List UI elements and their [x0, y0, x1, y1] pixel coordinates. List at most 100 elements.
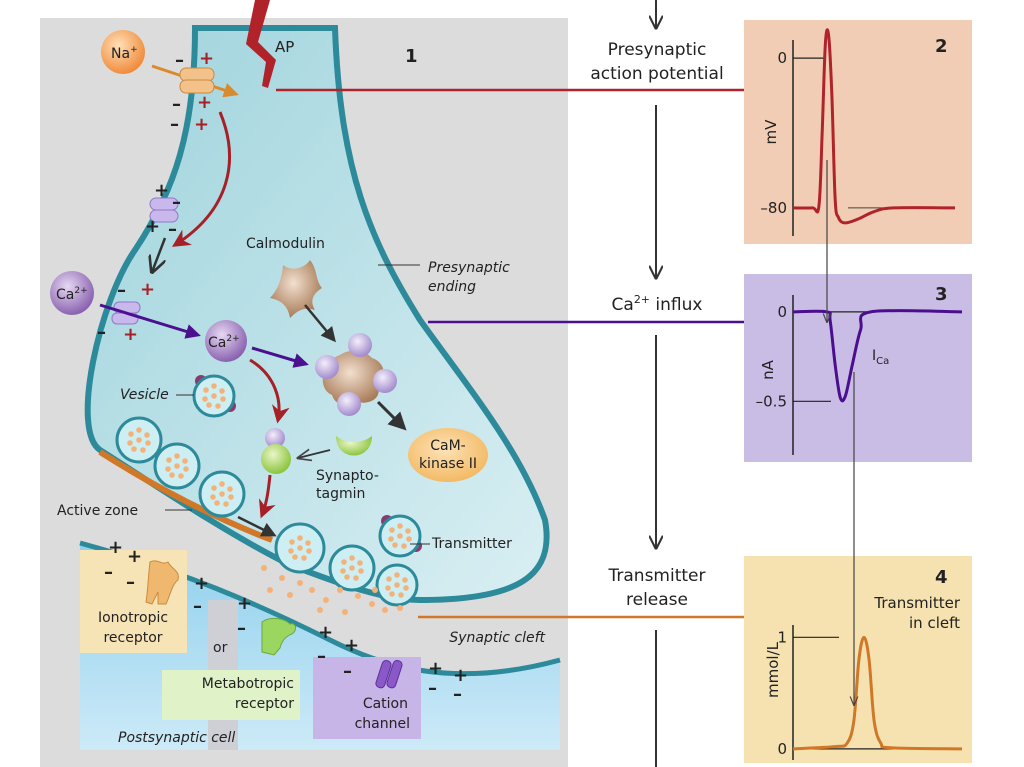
synaptotagmin-binding-arrow [298, 450, 331, 458]
presynaptic-ending-label-2: ending [428, 279, 476, 295]
calmodulin-icon [270, 260, 322, 318]
transmitter-molecule [341, 559, 347, 565]
svg-text:–: – [97, 322, 106, 343]
svg-text:+: + [154, 180, 169, 201]
tick-label: 0 [777, 740, 787, 758]
transmitter-molecule [206, 402, 212, 408]
transmitter-molecule [140, 447, 146, 453]
svg-text:+: + [145, 216, 160, 237]
calcium-to-calmodulin-arrow [251, 346, 309, 368]
transmitter-molecule [228, 494, 234, 500]
tick-label: 0 [777, 303, 787, 321]
transmitter-molecule [292, 554, 298, 560]
released-transmitter-molecule [397, 605, 403, 611]
transmitter-molecule [215, 403, 221, 409]
y-axis-label: nA [759, 359, 777, 380]
transmitter-molecule [397, 523, 403, 529]
calmodulin-label: Calmodulin [246, 236, 325, 252]
panel-3-background [744, 274, 972, 462]
chart-title-line2: in cleft [909, 614, 960, 632]
ionotropic-receptor-icon [145, 560, 179, 605]
flow-step-1-line2: action potential [590, 64, 723, 84]
transmitter-molecule [401, 543, 407, 549]
metabotropic-label-2: receptor [235, 696, 294, 712]
svg-text:+: + [199, 48, 214, 69]
camkinase-activation-arrow [376, 400, 407, 431]
action-potential-bolt-icon [246, 0, 276, 88]
svg-text:–: – [117, 280, 126, 301]
transmitter-molecule [211, 393, 217, 399]
transmitter-molecule [203, 387, 209, 393]
transmitter-molecule [219, 491, 225, 497]
transmitter-molecule [227, 486, 233, 492]
calcium-channel-icon-upper [149, 197, 179, 223]
calmodulin-binding-arrow [304, 304, 336, 343]
released-transmitter [261, 565, 403, 615]
released-transmitter-molecule [317, 607, 323, 613]
flow-step-3-line2: release [626, 590, 688, 610]
transmitter-molecule [136, 427, 142, 433]
released-transmitter-molecule [287, 592, 293, 598]
transmitter-molecule [405, 528, 411, 534]
membrane-charges-top: – + – + – + [170, 48, 214, 135]
transmitter-molecule [144, 432, 150, 438]
tick-label: 1 [777, 628, 787, 646]
svg-text:–: – [172, 94, 181, 115]
svg-text:–: – [317, 646, 326, 667]
transmitter-molecule [394, 572, 400, 578]
transmitter-molecule [344, 574, 350, 580]
svg-text:–: – [343, 661, 352, 682]
transmitter-molecule [349, 565, 355, 571]
vesicle [198, 470, 246, 518]
transmitter-molecule [127, 440, 133, 446]
transmitter-molecule [389, 527, 395, 533]
transmitter-molecule [182, 458, 188, 464]
svg-text:–: – [170, 114, 179, 135]
transmitter-molecule [165, 466, 171, 472]
fusion-trigger-arrow [258, 474, 276, 519]
svg-text:+: + [108, 537, 123, 558]
panel-number: 2 [935, 36, 948, 57]
cation-channel-icon [375, 659, 403, 689]
vesicles [115, 374, 422, 607]
transmitter-molecule [388, 536, 394, 542]
tick-label: –80 [760, 199, 787, 217]
calcium-to-synaptotagmin-arrow [249, 358, 290, 424]
transmitter-molecule [406, 536, 412, 542]
transmitter-molecule [349, 555, 355, 561]
vesicle [192, 374, 236, 418]
transmitter-molecule [210, 494, 216, 500]
transmitter-molecule [385, 585, 391, 591]
released-transmitter-molecule [382, 607, 388, 613]
vesicle-docking-arrow [237, 515, 277, 537]
presynaptic-ending-label-1: Presynaptic [428, 260, 510, 276]
cation-label-2: channel [355, 716, 410, 732]
transmitter-molecule [340, 568, 346, 574]
camkinase-ii [408, 428, 488, 482]
synaptic-cleft-label: Synaptic cleft [449, 630, 545, 646]
released-transmitter-molecule [279, 575, 285, 581]
ionotropic-label-1: Ionotropic [98, 610, 168, 626]
vesicle [115, 416, 163, 464]
transmitter-molecule [219, 481, 225, 487]
transmitter-molecule [306, 548, 312, 554]
vesicle [375, 563, 419, 607]
transmitter-molecule [402, 577, 408, 583]
svg-text:–: – [453, 684, 462, 705]
svg-text:–: – [172, 192, 181, 213]
ionotropic-label-2: receptor [103, 630, 162, 646]
synaptotagmin-calcium-bound-top [265, 428, 285, 448]
svg-text:–: – [104, 562, 113, 583]
transmitter-molecule [223, 501, 229, 507]
transmitter-molecule [358, 568, 364, 574]
transmitter-molecule [398, 592, 404, 598]
vesicle [328, 544, 376, 592]
tick-label: –0.5 [756, 392, 787, 410]
flow-step-1-line1: Presynaptic [608, 40, 707, 60]
synaptotagmin-label-1: Synapto- [316, 468, 379, 484]
released-transmitter-molecule [267, 587, 273, 593]
svg-text:–: – [193, 596, 202, 617]
membrane-charges-middle: + – + – [145, 180, 181, 240]
svg-text:+: + [197, 92, 212, 113]
